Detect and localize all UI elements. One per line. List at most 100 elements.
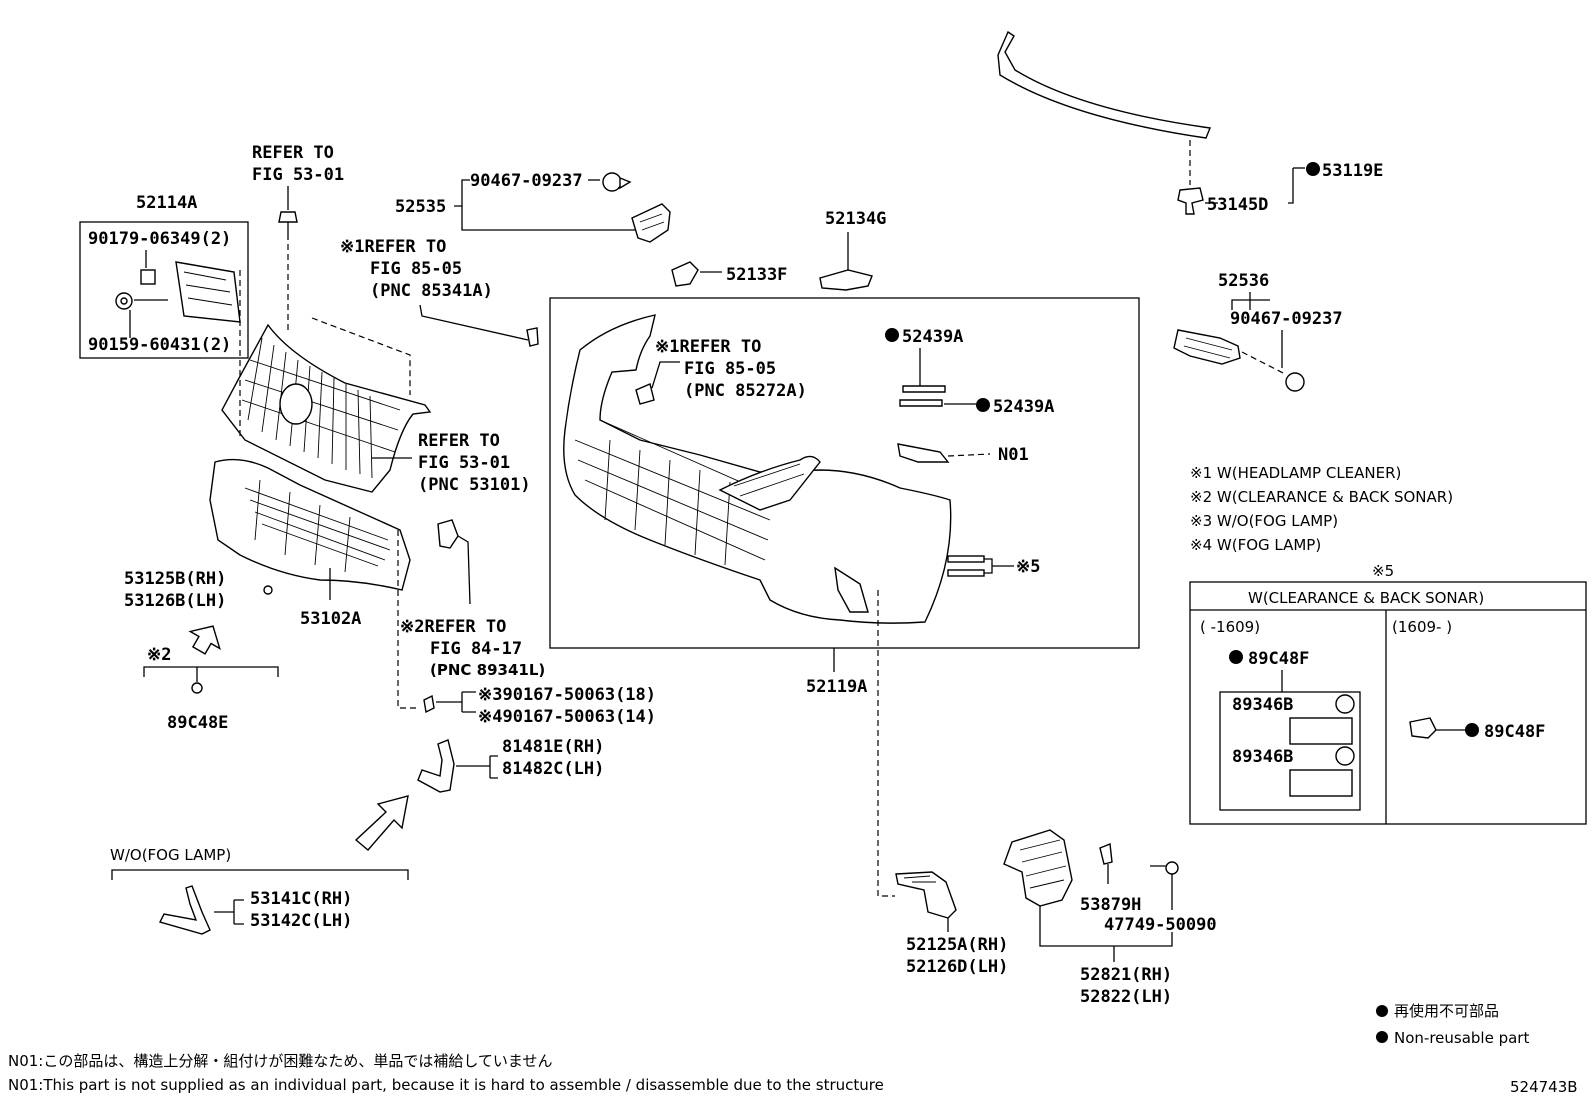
tape-52439A-b xyxy=(899,399,943,407)
leader-ref-inner xyxy=(651,361,680,389)
label-52439A-1: 52439A xyxy=(902,327,963,347)
bracket-note2 xyxy=(143,666,279,677)
leader-N01 xyxy=(947,453,991,457)
legend-note-3: ※3 W/O(FOG LAMP) xyxy=(1190,512,1338,530)
label-52821: 52821(RH) xyxy=(1080,965,1172,985)
lower-grille-53102A xyxy=(209,458,411,600)
label-ref1-1: ※1REFER TO xyxy=(340,237,446,257)
clip-89C48F xyxy=(1409,717,1466,739)
box5-mark: ※5 xyxy=(1372,562,1394,580)
label-ref2-2: FIG 84-17 xyxy=(430,639,522,659)
bolt-top xyxy=(278,186,298,330)
nonreusable-dot xyxy=(885,328,899,342)
footnote-en: N01:This part is not supplied as an indi… xyxy=(8,1076,884,1094)
nonreusable-legend-dot xyxy=(1376,1031,1388,1043)
label-53142C: 53142C(LH) xyxy=(250,911,352,931)
box5-left-range: ( -1609) xyxy=(1200,618,1260,636)
arrow-diagonal-icon xyxy=(354,795,409,851)
nonreusable-jp: 再使用不可部品 xyxy=(1394,1002,1499,1020)
label-90467b: 90467-09237 xyxy=(1230,309,1343,329)
sonar-bracket xyxy=(397,519,471,709)
label-note2-mark: ※2 xyxy=(147,645,171,665)
label-53141C: 53141C(RH) xyxy=(250,889,352,909)
nonreusable-dot xyxy=(1465,723,1479,737)
leader-52125A-dashed xyxy=(877,590,895,897)
label-52822: 52822(LH) xyxy=(1080,987,1172,1007)
label-N01: N01 xyxy=(998,445,1029,465)
label-53125B: 53125B(RH) xyxy=(124,569,226,589)
label-52126D: 52126D(LH) xyxy=(906,957,1008,977)
label-81481E: 81481E(RH) xyxy=(502,737,604,757)
sensor-85341A xyxy=(419,304,539,347)
clip-89C48E xyxy=(191,682,203,694)
label-52133F: 52133F xyxy=(726,265,787,285)
label-refer-grille-3: (PNC 53101) xyxy=(418,475,531,495)
label-ref-inner-3: (PNC 85272A) xyxy=(684,381,807,401)
sonar-tapes xyxy=(947,555,1014,577)
box5-frame xyxy=(1189,581,1587,825)
fog-cover-53141C xyxy=(158,885,244,935)
sonar-sensor-1 xyxy=(1335,694,1355,714)
molding-strip-53119E xyxy=(997,30,1320,215)
tape-52439A-a xyxy=(902,385,946,393)
nonreusable-en: Non-reusable part xyxy=(1394,1029,1529,1047)
nonreusable-dot xyxy=(976,398,990,412)
figure-code: 524743B xyxy=(1510,1078,1578,1096)
label-ref2-3: (PNC 89341L) xyxy=(430,661,545,679)
label-81482C: 81482C(LH) xyxy=(502,759,604,779)
label-52439A-2: 52439A xyxy=(993,397,1054,417)
fog-bezel-81481E xyxy=(417,739,498,793)
label-53119E: 53119E xyxy=(1322,161,1383,181)
label-ref1-2: FIG 85-05 xyxy=(370,259,462,279)
box5-right-part: 89C48F xyxy=(1484,722,1545,742)
bracket-52536 xyxy=(1173,292,1305,392)
legend-note-2: ※2 W(CLEARANCE & BACK SONAR) xyxy=(1190,488,1453,506)
label-47749: 47749-50090 xyxy=(1104,915,1217,935)
box5-sub-2: 89346B xyxy=(1232,747,1293,767)
label-52119A: 52119A xyxy=(806,677,867,697)
sonar-sensor-2 xyxy=(1335,746,1355,766)
retainer-52125A xyxy=(895,871,957,932)
label-53879H: 53879H xyxy=(1080,895,1141,915)
legend-note-1: ※1 W(HEADLAMP CLEANER) xyxy=(1190,464,1401,482)
label-ref2-1: ※2REFER TO xyxy=(400,617,506,637)
label-refer-grille-2: FIG 53-01 xyxy=(418,453,510,473)
front-grille xyxy=(221,317,432,493)
sonar-pad-1 xyxy=(1289,717,1353,745)
label-90167-14: ※490167-50063(14) xyxy=(478,707,656,727)
legend-note-4: ※4 W(FOG LAMP) xyxy=(1190,536,1321,554)
box5-inner-frame xyxy=(1219,691,1361,811)
label-90159: 90159-60431(2) xyxy=(88,335,231,355)
label-refer-grille-1: REFER TO xyxy=(418,431,500,451)
bracket-52535 xyxy=(454,172,671,243)
part-N01 xyxy=(897,443,950,463)
label-ref-inner-2: FIG 85-05 xyxy=(684,359,776,379)
label-53145D: 53145D xyxy=(1207,195,1268,215)
bracket-wo-fog xyxy=(111,869,409,880)
license-bracket xyxy=(115,250,241,380)
label-90167-18: ※390167-50063(18) xyxy=(478,685,656,705)
label-ref-inner-1: ※1REFER TO xyxy=(655,337,761,357)
label-89C48E: 89C48E xyxy=(167,713,228,733)
label-52536: 52536 xyxy=(1218,271,1269,291)
box5-left-part: 89C48F xyxy=(1248,649,1309,669)
box5-title: W(CLEARANCE & BACK SONAR) xyxy=(1248,589,1484,607)
footnote-jp: N01:この部品は、構造上分解・組付けが困難なため、単品では補給していません xyxy=(8,1052,552,1070)
label-90179: 90179-06349(2) xyxy=(88,229,231,249)
label-53126B: 53126B(LH) xyxy=(124,591,226,611)
arrow-up-icon xyxy=(188,625,221,655)
label-refer-top-1: REFER TO xyxy=(252,143,334,163)
label-52134G: 52134G xyxy=(825,209,886,229)
box5-right-range: (1609- ) xyxy=(1392,618,1452,636)
label-52535: 52535 xyxy=(395,197,446,217)
label-note5-inline: ※5 xyxy=(1016,557,1040,577)
bracket-52134G xyxy=(671,232,873,291)
label-52125A: 52125A(RH) xyxy=(906,935,1008,955)
label-ref1-3: (PNC 85341A) xyxy=(370,281,493,301)
box-bumper-52119A xyxy=(549,297,1140,649)
box5-sub-1: 89346B xyxy=(1232,695,1293,715)
bracket-52821 xyxy=(1003,829,1179,962)
front-bumper-cover xyxy=(563,314,952,624)
label-refer-top-2: FIG 53-01 xyxy=(252,165,344,185)
